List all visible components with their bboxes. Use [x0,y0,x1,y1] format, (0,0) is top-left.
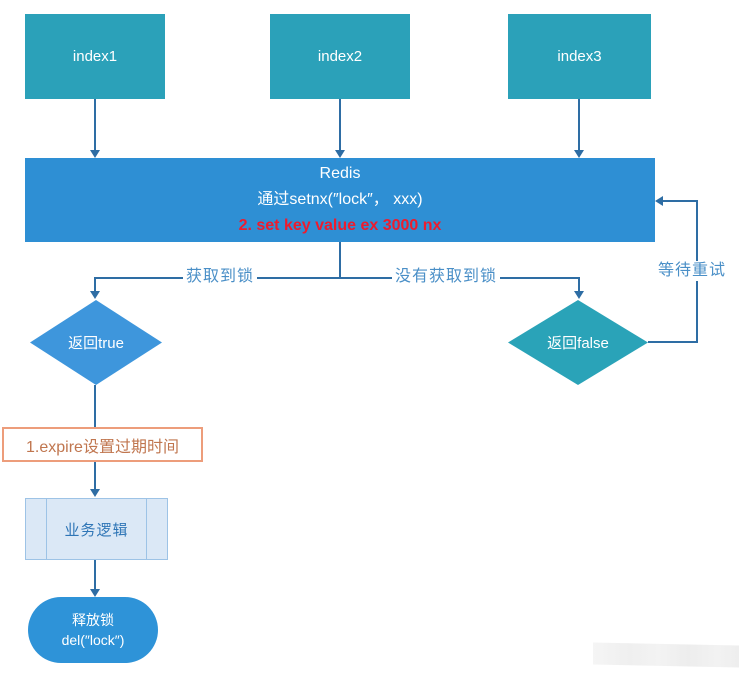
arrowhead-index3-redis [574,150,584,158]
node-return-false: 返回false [508,300,648,385]
edge-label-acquired: 获取到锁 [183,267,258,287]
edge-label-not-acquired: 没有获取到锁 [392,267,501,287]
node-release-lock: 释放锁 del(″lock″) [28,597,158,663]
connector-branch-horizontal [95,277,579,279]
arrowhead-index1-redis [90,150,100,158]
node-expire-note: 1.expire设置过期时间 [2,427,203,462]
arrowhead-branch-left [90,291,100,299]
business-logic-label: 业务逻辑 [64,521,129,539]
connector-retry-top [663,200,698,202]
node-business-logic: 业务逻辑 [25,498,168,560]
node-index3-label: index3 [557,48,602,65]
node-index2: index2 [270,14,410,99]
connector-index2-redis [339,99,341,150]
connector-business-release [94,560,96,589]
release-lock-command: del(″lock″) [61,632,125,648]
connector-index1-redis [94,99,96,150]
arrowhead-business-release [90,589,100,597]
expire-note-label: 1.expire设置过期时间 [26,438,179,456]
arrowhead-retry-redis [655,196,663,206]
watermark-blur [593,642,739,668]
arrowhead-branch-right [574,291,584,299]
connector-true-expire [94,385,96,427]
redis-title: Redis [319,165,361,182]
connector-index3-redis [578,99,580,150]
redis-setkey-line: 2. set key value ex 3000 nx [238,217,442,234]
process-inner-line-left [46,499,47,559]
node-index2-label: index2 [317,48,363,65]
node-index1: index1 [25,14,165,99]
return-false-label: 返回false [547,335,609,352]
connector-redis-stem [339,242,341,278]
connector-retry-bottom [648,341,698,343]
arrowhead-expire-business [90,489,100,497]
connector-branch-right-drop [578,277,580,291]
process-inner-line-right [146,499,147,559]
redis-setnx-line: 通过setnx(″lock″， xxx) [257,191,423,208]
node-index1-label: index1 [72,48,118,65]
arrowhead-index2-redis [335,150,345,158]
node-return-true: 返回true [30,300,162,385]
node-redis: Redis 通过setnx(″lock″， xxx) 2. set key va… [25,158,655,242]
release-lock-label: 释放锁 [72,612,114,628]
connector-expire-business [94,462,96,489]
return-true-label: 返回true [68,335,124,352]
edge-label-retry: 等待重试 [658,261,727,281]
node-index3: index3 [508,14,651,99]
connector-branch-left-drop [94,277,96,291]
